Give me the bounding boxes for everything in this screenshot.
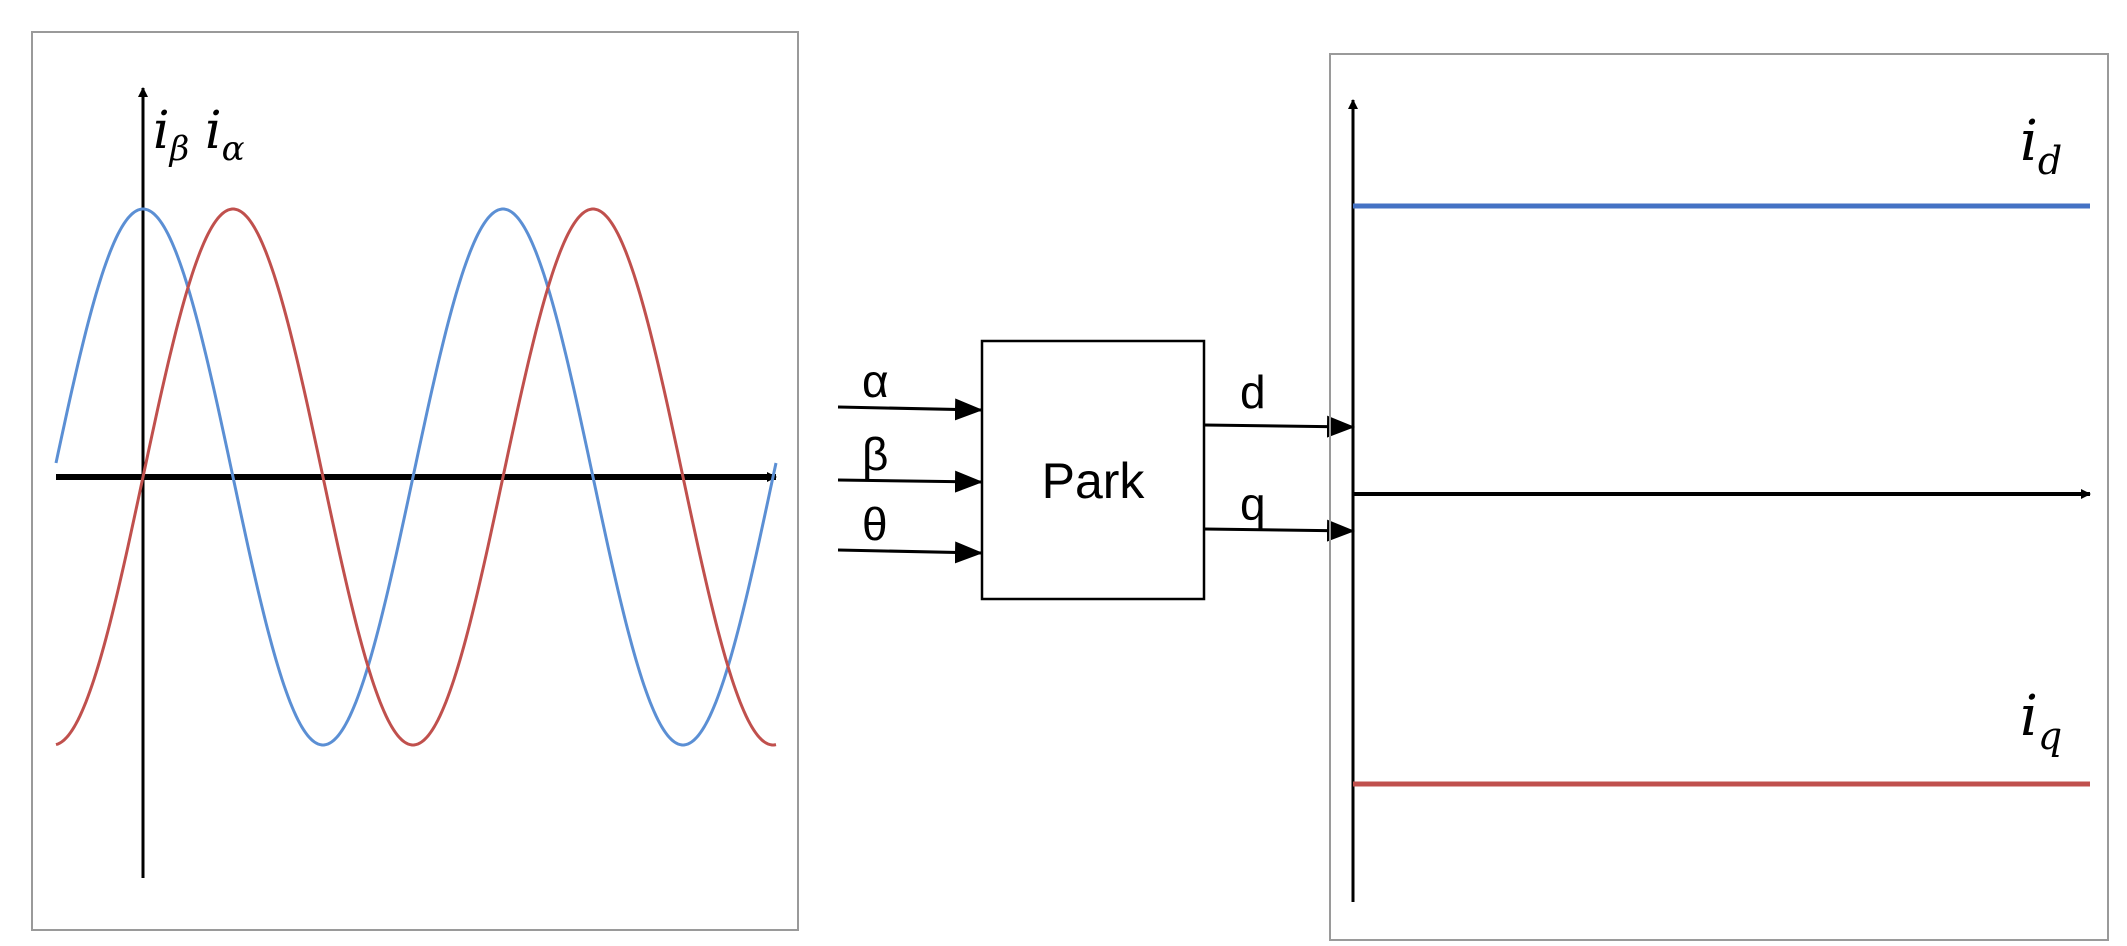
i-beta-waveform bbox=[54, 207, 778, 747]
right-panel: id iq bbox=[1329, 53, 2109, 941]
park-block bbox=[980, 339, 1206, 601]
input-arrow-beta bbox=[837, 470, 983, 493]
i-d-label: id bbox=[2020, 109, 2062, 183]
input-label-theta: θ bbox=[862, 498, 888, 550]
input-arrow-theta bbox=[837, 541, 983, 564]
left-panel: iβ iα bbox=[31, 31, 799, 931]
i-q-label: iq bbox=[2020, 684, 2062, 758]
output-arrow-q bbox=[1203, 519, 1355, 542]
right-panel-frame bbox=[1329, 53, 2109, 941]
park-transform: Park α β θ d q bbox=[837, 339, 1355, 601]
input-arrow-alpha bbox=[837, 398, 983, 421]
axis-label-i-beta: iβ bbox=[153, 101, 189, 169]
input-label-alpha: α bbox=[862, 355, 889, 407]
input-label-beta: β bbox=[862, 428, 888, 480]
output-label-q: q bbox=[1240, 478, 1266, 530]
axis-label-i-alpha: iα bbox=[205, 101, 245, 169]
output-arrow-d bbox=[1203, 415, 1355, 438]
left-panel-frame bbox=[31, 31, 799, 931]
park-block-label: Park bbox=[1042, 453, 1146, 509]
i-alpha-waveform bbox=[55, 207, 777, 747]
output-label-d: d bbox=[1240, 366, 1266, 418]
